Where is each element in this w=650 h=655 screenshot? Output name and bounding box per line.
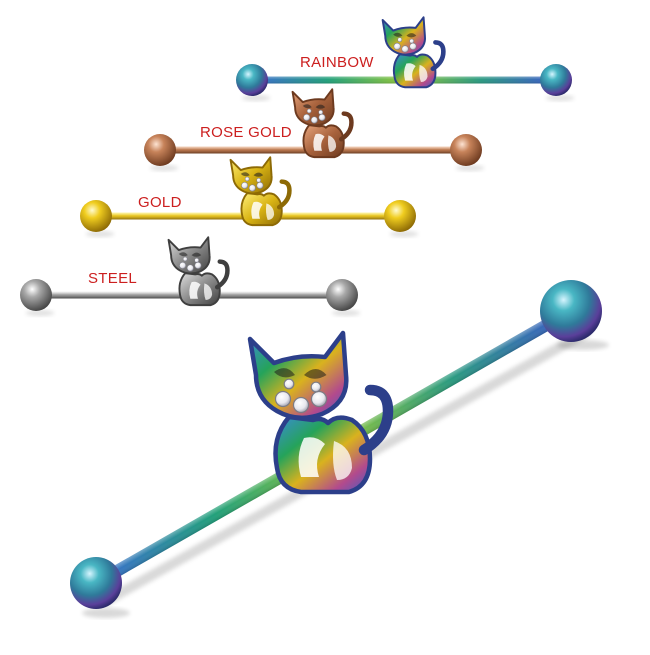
- crystal-gem-icon: [248, 184, 256, 192]
- crystal-gem-icon: [194, 258, 200, 263]
- crystal-gem-icon: [397, 37, 403, 43]
- crystal-gem-icon: [318, 110, 324, 115]
- crystal-gem-icon: [393, 42, 401, 50]
- barbell-ball-left: [80, 200, 112, 232]
- barbell-gold: [80, 157, 419, 237]
- crystal-gem-icon: [179, 261, 187, 269]
- cat-charm-icon: [169, 237, 228, 305]
- crystal-gem-icon: [409, 42, 417, 50]
- cat-charm-icon: [250, 333, 388, 492]
- crystal-gem-icon: [182, 256, 188, 262]
- crystal-gem-icon: [256, 178, 262, 183]
- barbell-ball-right: [326, 279, 358, 311]
- cat-charm-icon: [293, 89, 352, 157]
- crystal-gem-icon: [292, 396, 310, 414]
- crystal-gem-icon: [310, 116, 318, 124]
- crystal-gem-icon: [283, 378, 295, 390]
- crystal-gem-icon: [401, 45, 409, 53]
- crystal-gem-icon: [186, 264, 194, 272]
- crystal-gem-icon: [318, 113, 326, 121]
- crystal-gem-icon: [306, 108, 312, 114]
- barbell-ball-right: [540, 280, 602, 342]
- barbell-rainbow: [236, 17, 575, 101]
- crystal-gem-icon: [241, 181, 249, 189]
- barbell-ball-right: [540, 64, 572, 96]
- crystal-gem-icon: [303, 113, 311, 121]
- crystal-gem-icon: [194, 261, 202, 269]
- barbell-rose-gold: [144, 89, 485, 171]
- cat-charm-icon: [383, 17, 444, 87]
- featured-barbell: [70, 280, 609, 618]
- crystal-gem-icon: [256, 181, 264, 189]
- crystal-gem-icon: [274, 390, 292, 408]
- barbell-steel: [20, 237, 361, 316]
- barbell-ball-right: [450, 134, 482, 166]
- crystal-gem-icon: [244, 176, 250, 182]
- crystal-gem-icon: [310, 381, 322, 393]
- cat-charm-icon: [231, 157, 290, 225]
- crystal-gem-icon: [409, 38, 415, 44]
- barbell-ball-right: [384, 200, 416, 232]
- barbell-ball-left: [20, 279, 52, 311]
- crystal-gem-icon: [310, 390, 328, 408]
- barbell-ball-left: [236, 64, 268, 96]
- barbell-ball-left: [70, 557, 122, 609]
- barbell-ball-left: [144, 134, 176, 166]
